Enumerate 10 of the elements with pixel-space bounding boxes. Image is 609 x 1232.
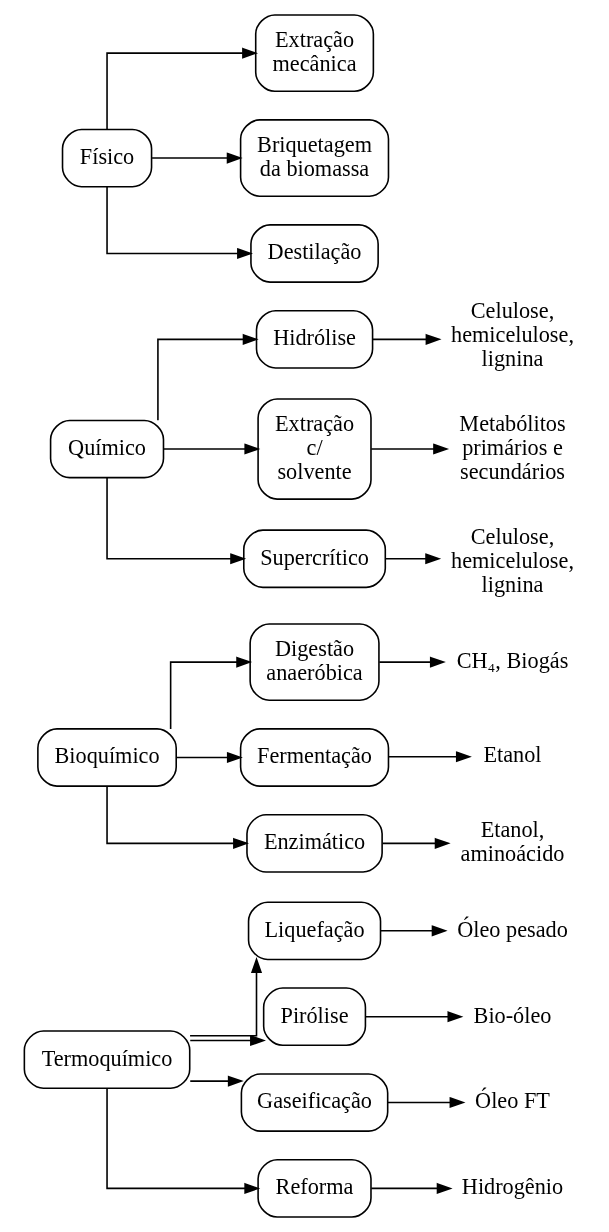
node-text: Hidrogênio xyxy=(461,1174,563,1200)
node-text: Celulose, hemicelulose, lignina xyxy=(450,523,574,597)
node-text: Metabólitos primários e secundários xyxy=(458,411,566,484)
node-text: CH₄, Biogás xyxy=(456,647,568,673)
node-text: Etanol xyxy=(482,741,542,767)
node-text: Óleo FT xyxy=(474,1088,550,1114)
node-text: Óleo pesado xyxy=(456,916,568,942)
node-text: Etanol, aminoácido xyxy=(460,817,564,867)
node-text: Celulose, hemicelulose, lignina xyxy=(450,298,574,371)
node-text: Bio-óleo xyxy=(473,1002,551,1028)
